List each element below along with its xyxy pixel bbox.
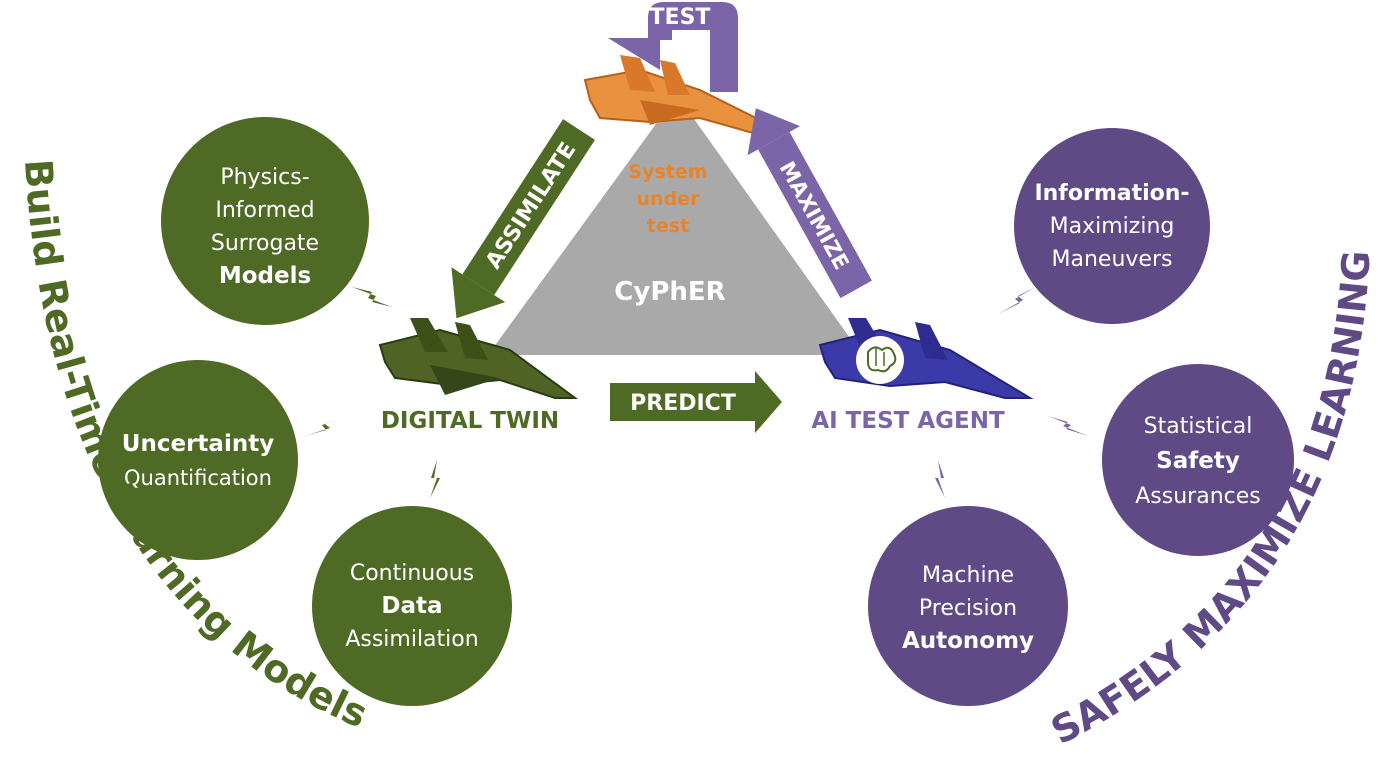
system-aircraft — [583, 55, 783, 137]
system-under-test-line3: test — [647, 215, 689, 237]
system-under-test-line1: System — [628, 161, 707, 183]
statistical-line3: Assurances — [1135, 484, 1260, 509]
uncertainty-line1: Uncertainty — [122, 431, 274, 457]
lightning-bolt-icon — [430, 460, 440, 498]
lightning-bolt-icon — [305, 418, 345, 436]
physics-informed-bubble: Physics- Informed Surrogate Models — [161, 117, 369, 325]
lightning-bolt-icon — [935, 460, 945, 498]
cypher-label: CyPhER — [614, 277, 725, 307]
test-loop-arrow: TEST — [608, 2, 738, 92]
ai-test-agent-label: AI TEST AGENT — [811, 408, 1005, 434]
lightning-bolt-icon — [1048, 416, 1088, 436]
information-line2: Maximizing — [1050, 214, 1175, 239]
continuous-line2: Data — [381, 593, 442, 619]
machine-precision-bubble: Machine Precision Autonomy — [868, 506, 1068, 706]
uncertainty-line2: Quantification — [124, 466, 272, 490]
machine-line1: Machine — [922, 563, 1014, 588]
lightning-bolt-icon — [998, 287, 1035, 314]
machine-line2: Precision — [919, 596, 1017, 621]
continuous-data-bubble: Continuous Data Assimilation — [312, 506, 512, 706]
lightning-bolt-icon — [352, 287, 392, 307]
system-under-test-line2: under — [637, 188, 701, 210]
physics-line4: Models — [219, 263, 311, 289]
uncertainty-bubble: Uncertainty Quantification — [98, 360, 298, 560]
information-line3: Maneuvers — [1052, 247, 1173, 272]
physics-line3: Surrogate — [211, 231, 319, 256]
information-line1: Information- — [1034, 181, 1189, 206]
continuous-line1: Continuous — [350, 561, 474, 586]
cypher-triangle — [488, 95, 862, 355]
physics-line1: Physics- — [220, 165, 309, 190]
predict-label: PREDICT — [630, 391, 736, 416]
statistical-line2: Safety — [1156, 448, 1240, 474]
digital-twin-label: DIGITAL TWIN — [381, 408, 559, 434]
continuous-line3: Assimilation — [345, 627, 478, 652]
information-maximizing-bubble: Information- Maximizing Maneuvers — [1014, 128, 1210, 324]
digital-twin-aircraft — [378, 318, 579, 399]
predict-arrow: PREDICT — [610, 371, 782, 433]
brain-icon — [856, 336, 904, 384]
ai-agent-aircraft — [818, 318, 1034, 399]
machine-line3: Autonomy — [902, 628, 1034, 654]
test-label: TEST — [650, 5, 711, 30]
physics-line2: Informed — [215, 198, 314, 223]
statistical-line1: Statistical — [1144, 414, 1253, 439]
statistical-safety-bubble: Statistical Safety Assurances — [1102, 364, 1294, 556]
